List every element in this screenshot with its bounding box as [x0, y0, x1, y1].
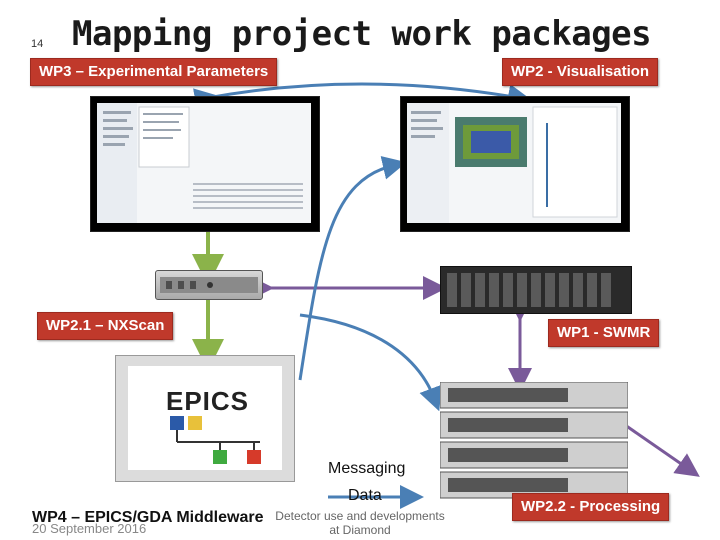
label-wp22: WP2.2 - Processing	[512, 493, 670, 521]
monitor-left	[90, 96, 320, 232]
epics-logo-icon	[170, 416, 261, 464]
label-wp4: WP4 – EPICS/GDA Middleware	[32, 509, 264, 526]
label-wp21: WP2.1 – NXScan	[37, 312, 174, 340]
label-wp2: WP2 - Visualisation	[502, 58, 659, 86]
caption-messaging: Messaging	[328, 460, 406, 477]
slide-title: Mapping project work packages	[72, 14, 652, 54]
arrow-to-processing	[624, 423, 700, 477]
arrow-to-rack	[299, 313, 443, 412]
epics-panel: EPICS	[128, 366, 282, 470]
epics-logo-box: EPICS	[115, 355, 295, 482]
monitor-right	[400, 96, 630, 232]
footer-line-1: Detector use and developments	[275, 509, 445, 523]
label-wp3: WP3 – Experimental Parameters	[30, 58, 278, 86]
server-rack-icon	[155, 270, 263, 300]
epics-logo-text: EPICS	[166, 386, 250, 416]
compute-rack-icon	[439, 381, 629, 502]
arrow-epics-to-vis	[298, 156, 407, 381]
label-wp1: WP1 - SWMR	[548, 319, 660, 347]
slide-number: 14	[31, 38, 44, 50]
visualisation-plot-icon	[407, 103, 618, 223]
monitor-right-screen	[407, 103, 621, 223]
experiment-table-icon	[97, 103, 303, 223]
footer-date: 20 September 2016	[32, 521, 147, 536]
footer-line-2: at Diamond	[329, 523, 391, 537]
monitor-left-screen	[97, 103, 311, 223]
storage-rack-icon	[440, 266, 632, 314]
arc-wp3-wp2	[193, 82, 532, 112]
caption-data: Data	[348, 487, 382, 504]
